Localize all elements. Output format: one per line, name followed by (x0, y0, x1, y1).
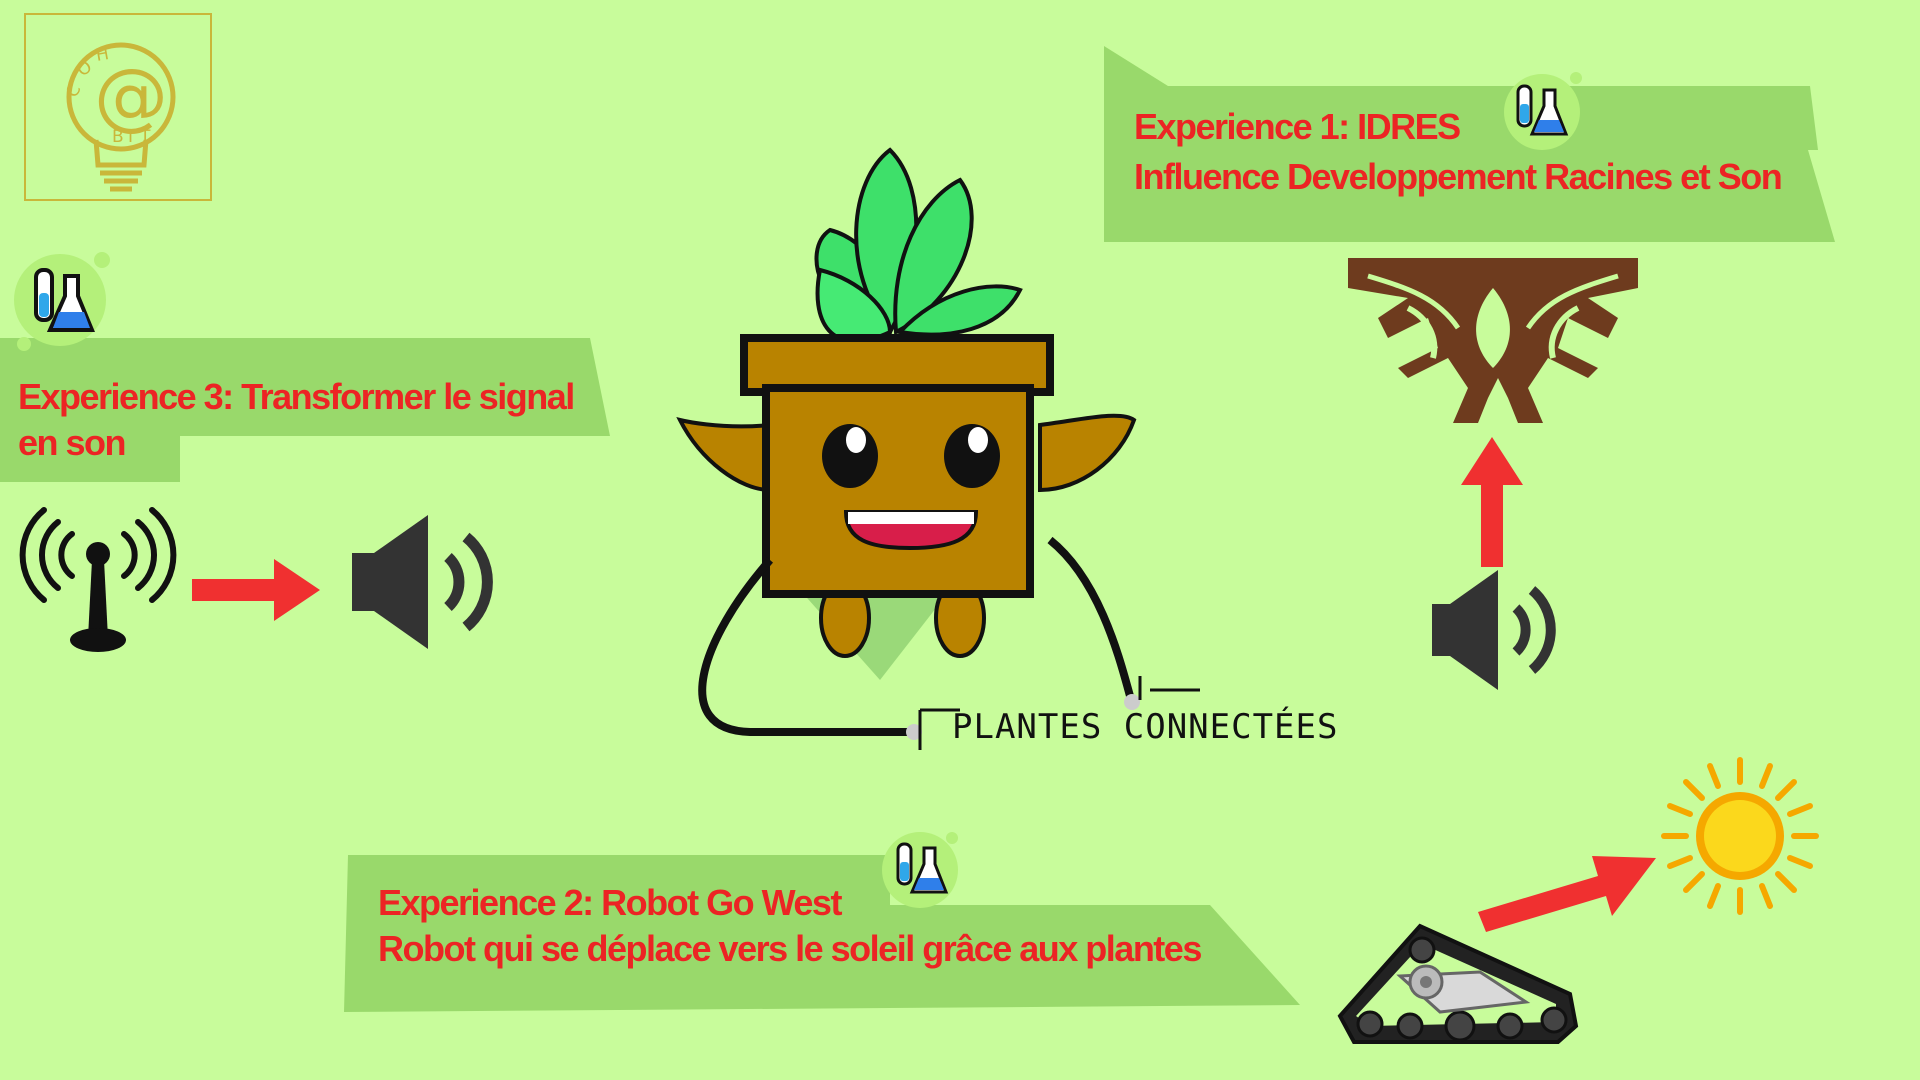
experience-3-title: Experience 3: Transformer le signal (18, 376, 575, 417)
logo-letter: T (140, 127, 151, 147)
experience-1-title: Experience 1: IDRES (1134, 106, 1461, 147)
speaker-icon (1432, 570, 1556, 690)
antenna-icon (19, 507, 177, 652)
experience-2-subtitle: Robot qui se déplace vers le soleil grâc… (378, 928, 1202, 969)
logo-at-symbol: @ (94, 53, 168, 139)
logo-letter: I (128, 127, 134, 147)
lightbulb-icon (66, 42, 176, 192)
experience-1-subtitle: Influence Developpement Racines et Son (1134, 156, 1783, 197)
lab-flask-icon (1504, 72, 1582, 150)
experience-3-banner (0, 338, 610, 482)
arrow-icon (1478, 856, 1656, 932)
cohabit-logo: @ C O H B I T (24, 13, 212, 201)
lab-flask-icon (14, 252, 110, 351)
arrow-icon (1461, 437, 1523, 567)
arrow-icon (192, 559, 320, 621)
plant-pot-mascot (676, 147, 1200, 750)
experience-1-banner (1104, 46, 1835, 242)
roots-icon (1348, 258, 1638, 423)
speaker-icon (352, 515, 493, 649)
sun-icon (1661, 757, 1819, 915)
lab-flask-icon (882, 832, 958, 908)
brand-name: PLANTES CONNECTÉES (952, 707, 1339, 747)
experience-3-subtitle: en son (18, 422, 127, 463)
experience-2-title: Experience 2: Robot Go West (378, 882, 842, 923)
logo-letter: B (112, 127, 124, 147)
experience-2-banner (344, 855, 1300, 1012)
tracked-robot-icon (1337, 923, 1579, 1044)
